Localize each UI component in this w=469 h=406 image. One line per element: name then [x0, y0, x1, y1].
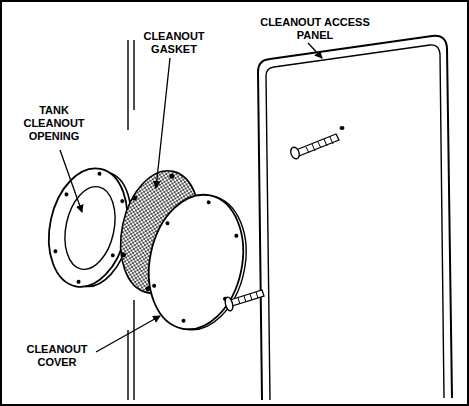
leader-line	[308, 43, 322, 58]
leader-line	[96, 316, 160, 352]
part-label: CLEANOUT COVER	[22, 343, 92, 369]
cleanout-cover	[137, 186, 258, 339]
part-label: CLEANOUT GASKET	[140, 30, 208, 56]
access-panel-edge	[266, 45, 444, 400]
access-panel	[258, 36, 452, 400]
panel-hole	[340, 126, 345, 130]
panel-screw	[289, 134, 339, 160]
part-label: CLEANOUT ACCESS PANEL	[256, 16, 374, 42]
leader-line	[60, 150, 82, 212]
leader-line	[156, 58, 170, 188]
cover-screw	[224, 290, 264, 312]
part-label: TANK CLEANOUT OPENING	[20, 104, 88, 143]
